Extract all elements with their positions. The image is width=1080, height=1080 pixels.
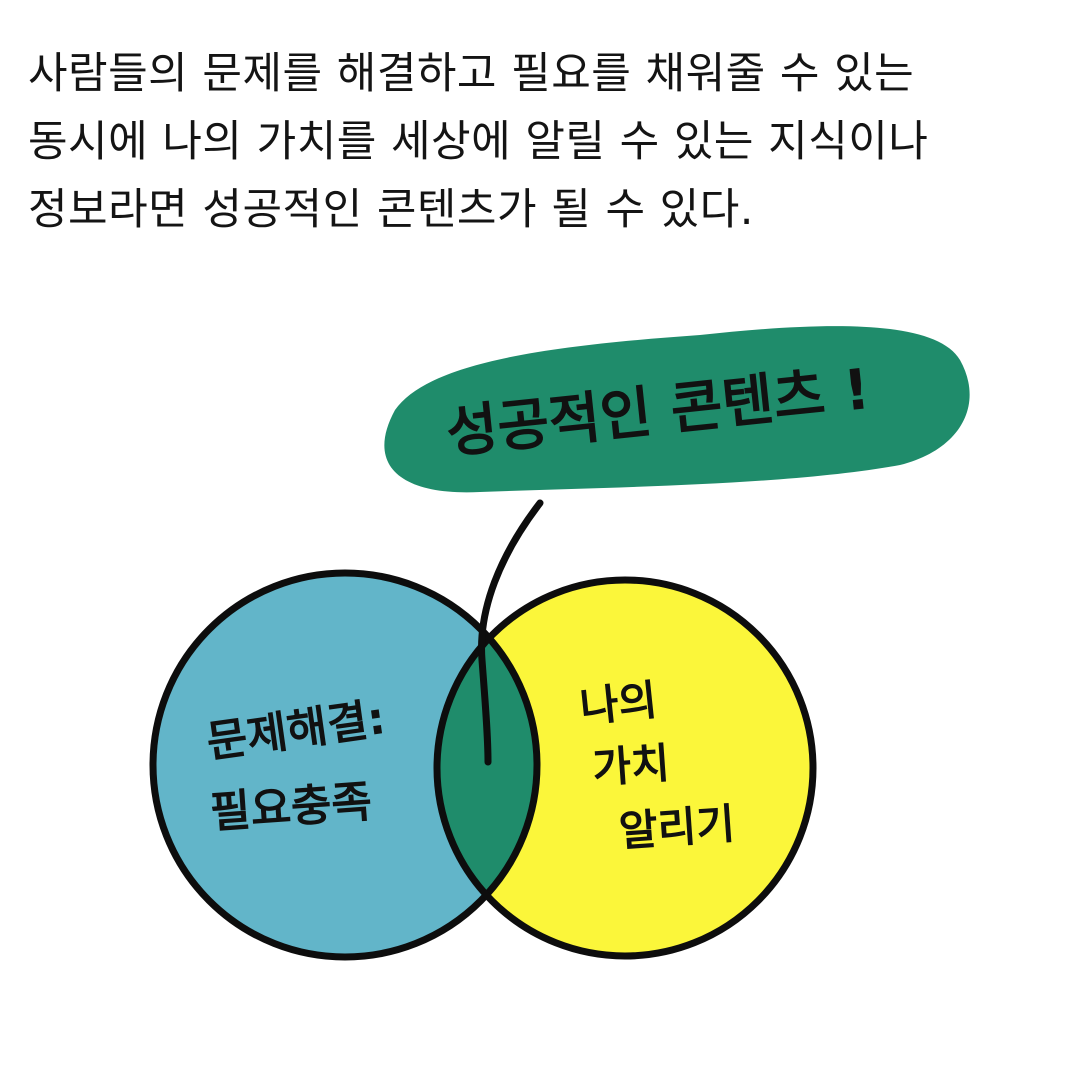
venn-circle-right-outline: [433, 576, 817, 960]
connector-line: [478, 499, 544, 766]
caption-line-3: 정보라면 성공적인 콘텐츠가 될 수 있다.: [28, 185, 754, 235]
venn-circle-right: [437, 580, 813, 956]
caption-line-1: 사람들의 문제를 해결하고 필요를 채워줄 수 있는: [28, 49, 915, 99]
venn-circle-left: [153, 573, 537, 957]
caption-line-2: 동시에 나의 가치를 세상에 알릴 수 있는 지식이나: [28, 117, 929, 167]
speech-bubble: [384, 326, 970, 493]
venn-circle-left-outline: [149, 569, 541, 961]
right-label-line-1: 나의: [577, 675, 659, 732]
caption-text: 사람들의 문제를 해결하고 필요를 채워줄 수 있는 동시에 나의 가치를 세상…: [28, 40, 1058, 244]
left-label-line-2: 필요충족: [208, 776, 373, 838]
right-label-line-3: 알리기: [617, 799, 736, 856]
right-label-line-2: 가치: [591, 738, 672, 792]
